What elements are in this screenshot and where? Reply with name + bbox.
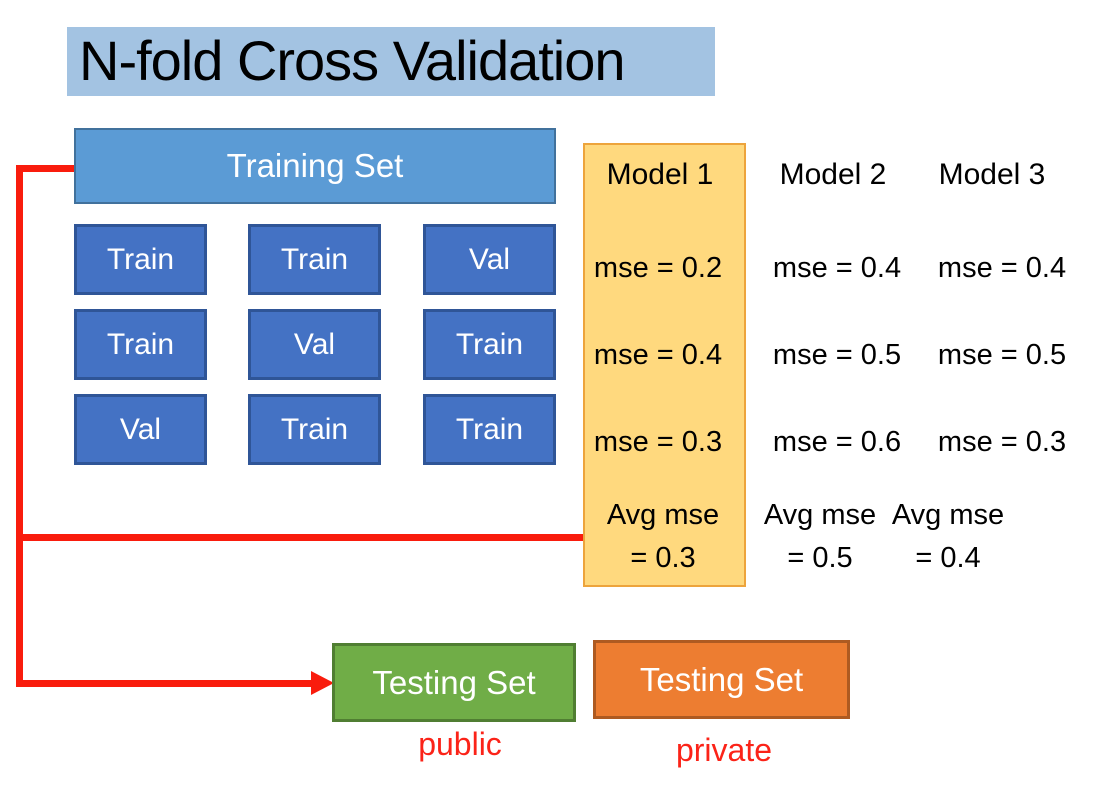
avg-mse-m2: Avg mse = 0.5	[763, 499, 877, 574]
connector-line-avg-mse	[16, 534, 583, 541]
arrowhead-icon	[311, 671, 334, 695]
title-highlight: N-fold Cross Validation	[67, 27, 715, 96]
avg-mse-m3: Avg mse = 0.4	[891, 499, 1005, 574]
model-1-header: Model 1	[606, 158, 714, 191]
page-title: N-fold Cross Validation	[79, 29, 626, 92]
testing-set-private-box: Testing Set	[593, 640, 850, 719]
mse-m2-fold1: mse = 0.4	[772, 252, 902, 284]
connector-line-vertical	[16, 165, 23, 687]
training-set-label: Training Set	[226, 147, 404, 184]
caption-public: public	[418, 726, 502, 762]
mse-m3-fold2: mse = 0.5	[937, 339, 1067, 371]
mse-m2-fold3: mse = 0.6	[772, 426, 902, 458]
connector-line-testing	[16, 680, 312, 687]
mse-m1-fold3: mse = 0.3	[593, 426, 723, 458]
fold-cell-r3c1: Val	[74, 394, 207, 465]
caption-private: private	[675, 732, 773, 768]
fold-cell-r2c2: Val	[248, 309, 381, 380]
avg-mse-m1: Avg mse = 0.3	[606, 499, 720, 574]
model1-highlight-column	[583, 143, 746, 587]
mse-m2-fold2: mse = 0.5	[772, 339, 902, 371]
fold-cell-r3c3: Train	[423, 394, 556, 465]
mse-m1-fold1: mse = 0.2	[593, 252, 723, 284]
fold-cell-r2c1: Train	[74, 309, 207, 380]
training-set-box: Training Set	[74, 128, 556, 204]
testing-set-public-box: Testing Set	[332, 643, 576, 722]
fold-cell-r1c3: Val	[423, 224, 556, 295]
model-2-header: Model 2	[779, 158, 887, 191]
fold-cell-r3c2: Train	[248, 394, 381, 465]
fold-cell-r1c1: Train	[74, 224, 207, 295]
connector-line-training	[16, 165, 74, 172]
model-3-header: Model 3	[938, 158, 1046, 191]
fold-cell-r2c3: Train	[423, 309, 556, 380]
fold-cell-r1c2: Train	[248, 224, 381, 295]
mse-m3-fold1: mse = 0.4	[937, 252, 1067, 284]
mse-m3-fold3: mse = 0.3	[937, 426, 1067, 458]
mse-m1-fold2: mse = 0.4	[593, 339, 723, 371]
